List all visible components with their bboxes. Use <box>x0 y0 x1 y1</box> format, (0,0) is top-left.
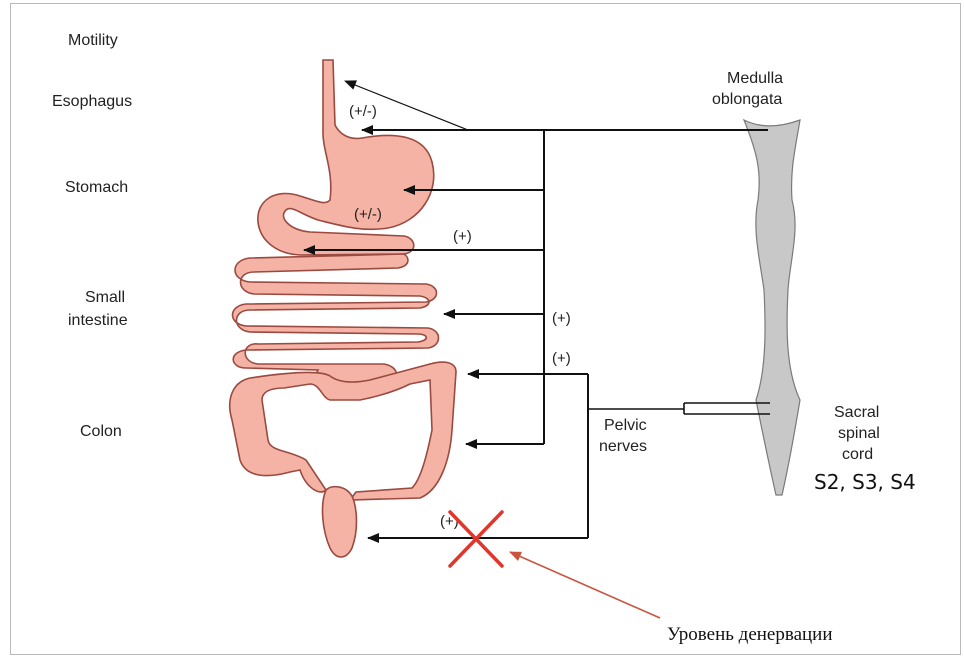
sacral-label-3: cord <box>842 446 873 463</box>
rectum-shape <box>323 487 357 557</box>
medulla-label-1: Medulla <box>727 70 783 87</box>
denervation-annotation: Уровень денервации <box>667 624 833 645</box>
motility-label: Motility <box>68 32 118 49</box>
effect-small-upper: (+) <box>453 228 472 245</box>
sacral-label-2: spinal <box>838 425 880 442</box>
effect-stomach: (+/-) <box>354 206 382 223</box>
esophagus-shape <box>258 60 434 255</box>
pelvic-arrows <box>368 374 588 538</box>
colon-label: Colon <box>80 423 122 440</box>
sacral-label-1: Sacral <box>834 404 879 421</box>
pelvic-label-2: nerves <box>599 438 647 455</box>
effect-esophagus: (+/-) <box>349 103 377 120</box>
colon-shape <box>230 362 456 500</box>
effect-rectum: (+) <box>440 513 459 530</box>
effect-colon: (+) <box>552 350 571 367</box>
gut-illustration <box>230 60 456 557</box>
annotation-arrow <box>510 552 660 618</box>
esophagus-label: Esophagus <box>52 93 132 110</box>
small-intestine-label-1: Small <box>85 289 125 306</box>
pelvic-label-1: Pelvic <box>604 417 647 434</box>
small-intestine-label-2: intestine <box>68 312 128 329</box>
small-intestine-shape <box>233 254 439 388</box>
medulla-label-2: oblongata <box>712 91 782 108</box>
sacral-segments-label: S2, S3, S4 <box>814 470 916 494</box>
pelvic-nerve-connector <box>588 403 770 414</box>
effect-small-mid: (+) <box>552 310 571 327</box>
stomach-label: Stomach <box>65 179 128 196</box>
spinal-cord-shape <box>744 120 800 495</box>
